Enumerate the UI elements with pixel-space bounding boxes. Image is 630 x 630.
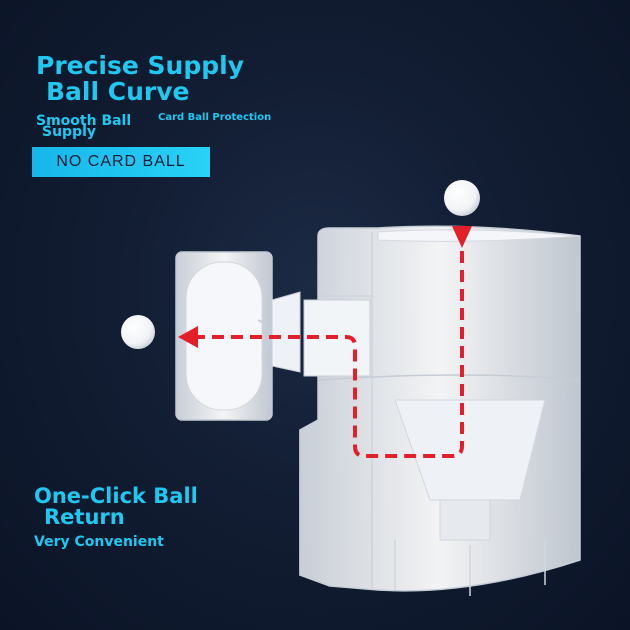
headline-line2: Ball Curve [46,77,190,106]
ball-left [121,315,155,349]
ball-ejector [175,251,301,421]
left-arrowhead [178,326,198,348]
feature-protection: Card Ball Protection [158,112,272,123]
machine-body [299,225,581,596]
no-card-ball-badge: NO CARD BALL [32,147,210,177]
headline-line1: Precise Supply [36,51,244,80]
return-title-line1: One-Click Ball [34,484,198,508]
down-arrowhead [452,226,472,248]
return-subtitle: Very Convenient [34,534,164,550]
feature-smooth-line1: Smooth Ball [36,113,132,129]
ball-top [444,180,480,216]
return-title-line2: Return [44,505,125,529]
feature-smooth-line2: Supply [42,124,97,140]
ball-path-arrow [196,232,464,458]
